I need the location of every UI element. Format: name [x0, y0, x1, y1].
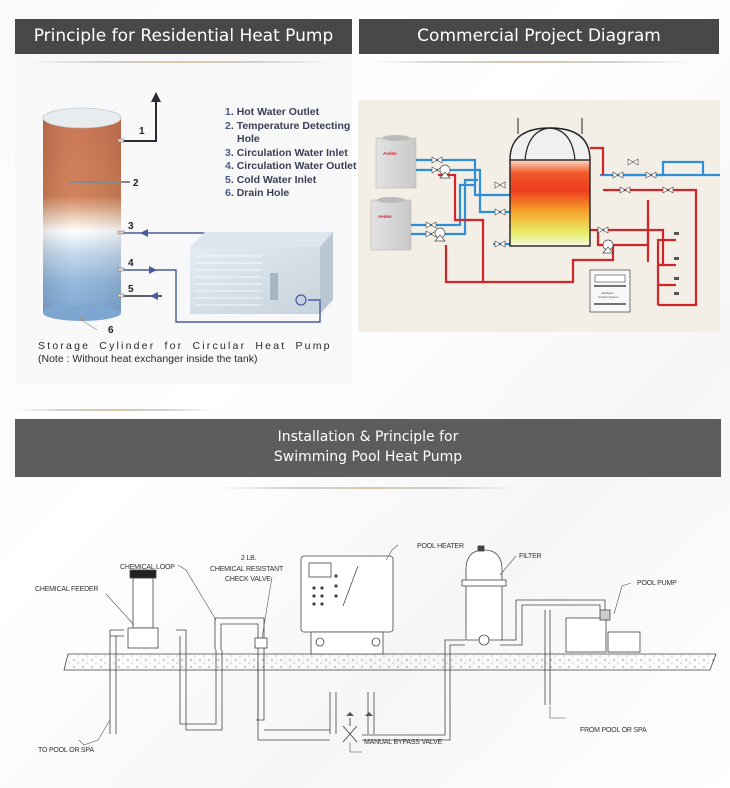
storage-tank-bottom: [43, 305, 121, 321]
heat-pump-unit-side: [320, 232, 333, 314]
circulation-outlet-pipe: [124, 269, 321, 323]
leader-lines: [78, 544, 632, 753]
check-valve: [254, 637, 268, 649]
pool-section-header: Installation & Principle for Swimming Po…: [15, 419, 721, 477]
valve-icons: [425, 156, 674, 248]
manual-bypass-valve-icon: [342, 718, 358, 743]
legend-item: 5. Cold Water Inlet: [225, 173, 317, 186]
cold-water-inlet-arrow-icon: [150, 292, 158, 300]
port-1: [117, 138, 125, 143]
label-from-pool-or-spa: FROM POOL OR SPA: [580, 727, 647, 734]
label-to-pool-or-spa: TO POOL OR SPA: [38, 747, 94, 754]
temperature-sensor-rod: [70, 181, 130, 183]
tap-icons: [674, 232, 679, 295]
heat-pump-unit-top: [190, 232, 333, 247]
drain-leader: [82, 320, 98, 331]
intelligent-control-panel[interactable]: Intelligent Control System: [589, 269, 631, 313]
marker-3: 3: [128, 221, 134, 232]
hot-water-outlet-arrow-icon: [151, 92, 161, 102]
pool-title-line-2: Swimming Pool Heat Pump: [273, 449, 463, 465]
circulation-outlet-arrow-icon: [149, 266, 157, 274]
label-check-valve-line-3: CHECK VALVE: [225, 576, 271, 583]
legend-item: 1. Hot Water Outlet: [225, 106, 320, 118]
marker-5: 5: [128, 284, 134, 295]
label-pool-pump: POOL PUMP: [637, 580, 677, 587]
port-3: [117, 230, 125, 235]
pool-top-shadow: [15, 409, 215, 411]
legend-item: 6. Drain Hole: [225, 187, 290, 199]
buffer-tank: [509, 118, 591, 247]
residential-section-header: Principle for Residential Heat Pump: [15, 19, 352, 54]
filter: [461, 545, 507, 646]
drain-hole: [80, 318, 84, 321]
label-chemical-loop: CHEMICAL LOOP: [120, 564, 175, 571]
outdoor-unit: Aeden: [375, 135, 417, 189]
marker-6: 6: [108, 325, 114, 336]
pool-diagram: CHEMICAL LOOP 2 LB. CHEMICAL RESISTANT C…: [35, 543, 717, 754]
heat-pump-exchanger-panel: [270, 273, 278, 300]
control-label-1: Intelligent: [601, 291, 614, 295]
flow-arrows: [346, 712, 373, 716]
concrete-slab: [63, 653, 717, 671]
residential-caption: Storage Cylinder for Circular Heat Pump …: [38, 340, 332, 366]
label-check-valve-line-2: CHEMICAL RESISTANT: [210, 566, 284, 573]
marker-4: 4: [128, 258, 134, 269]
label-chemical-feeder: CHEMICAL FEEDER: [35, 586, 98, 593]
pool-title-line-1: Installation & Principle for: [277, 429, 459, 445]
legend-item-continuation: Hole: [237, 133, 260, 145]
pool-heater: [300, 555, 394, 655]
outdoor-unit: Aeden: [370, 197, 412, 251]
commercial-header-shadow: [370, 61, 690, 63]
commercial-diagram: Aeden Aeden: [358, 100, 720, 332]
label-manual-bypass-valve: MANUAL BYPASS VALVE: [364, 739, 443, 746]
residential-header-shadow: [30, 61, 330, 63]
label-filter: FILTER: [519, 553, 542, 560]
pool-pump: [565, 609, 641, 653]
port-5: [117, 293, 125, 298]
marker-2: 2: [133, 178, 139, 189]
residential-legend: 1. Hot Water Outlet 2. Temperature Detec…: [225, 106, 356, 201]
marker-1: 1: [139, 126, 145, 137]
legend-item: 4. Circulation Water Outlet: [225, 160, 357, 172]
label-check-valve-line-1: 2 LB.: [241, 555, 257, 562]
heat-pump-grille: [195, 255, 262, 306]
circulation-pump-icon: [295, 294, 307, 306]
port-4: [117, 267, 125, 272]
pool-header-shadow: [220, 487, 520, 489]
caption-line-2: (Note : Without heat exchanger inside th…: [38, 353, 258, 365]
chemical-feeder: [127, 569, 159, 649]
legend-item: 2. Temperature Detecting: [225, 119, 351, 132]
circulation-inlet-arrow-icon: [140, 229, 148, 237]
residential-diagram: 1 2 3 4 5 6: [42, 92, 333, 336]
caption-line-1: Storage Cylinder for Circular Heat Pump: [38, 340, 332, 352]
control-label-2: Control System: [598, 295, 619, 299]
hot-water-outlet-pipe: [124, 100, 157, 142]
storage-tank-shade: [43, 118, 121, 313]
label-pool-heater: POOL HEATER: [417, 543, 464, 550]
residential-title: Principle for Residential Heat Pump: [33, 26, 334, 46]
unit-brand: Aeden: [378, 214, 392, 219]
circulation-pump-icons: [434, 164, 614, 254]
legend-item: 3. Circulation Water Inlet: [225, 146, 348, 159]
unit-brand: Aeden: [383, 151, 397, 156]
storage-tank-top: [42, 107, 122, 129]
commercial-title: Commercial Project Diagram: [417, 26, 661, 46]
commercial-section-header: Commercial Project Diagram: [359, 19, 719, 54]
